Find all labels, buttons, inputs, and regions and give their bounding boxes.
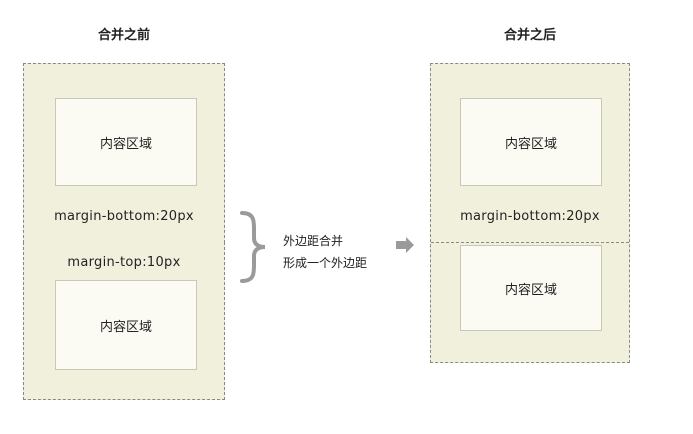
before-margin-bottom-label: margin-bottom:20px — [54, 209, 194, 224]
after-margin-bottom-label: margin-bottom:20px — [460, 209, 600, 224]
after-divider — [431, 242, 629, 243]
explanation-line-1: 外边距合并 — [283, 234, 344, 248]
after-title: 合并之后 — [503, 28, 556, 43]
after-bottom-content-area: 内容区域 — [460, 245, 602, 331]
before-top-element: 内容区域 margin-bottom:20px — [23, 63, 225, 243]
after-top-content-area: 内容区域 — [460, 98, 602, 186]
before-bottom-element: margin-top:10px 内容区域 — [23, 242, 225, 400]
right-curly-brace-icon — [240, 211, 266, 283]
right-arrow-icon — [396, 237, 414, 253]
before-top-content-area: 内容区域 — [55, 98, 197, 186]
before-bottom-content-area: 内容区域 — [55, 280, 197, 370]
before-title: 合并之前 — [97, 28, 150, 43]
after-merged-element: 内容区域 margin-bottom:20px 内容区域 — [430, 63, 630, 363]
explanation-line-2: 形成一个外边距 — [283, 256, 368, 270]
before-margin-top-label: margin-top:10px — [67, 255, 181, 270]
